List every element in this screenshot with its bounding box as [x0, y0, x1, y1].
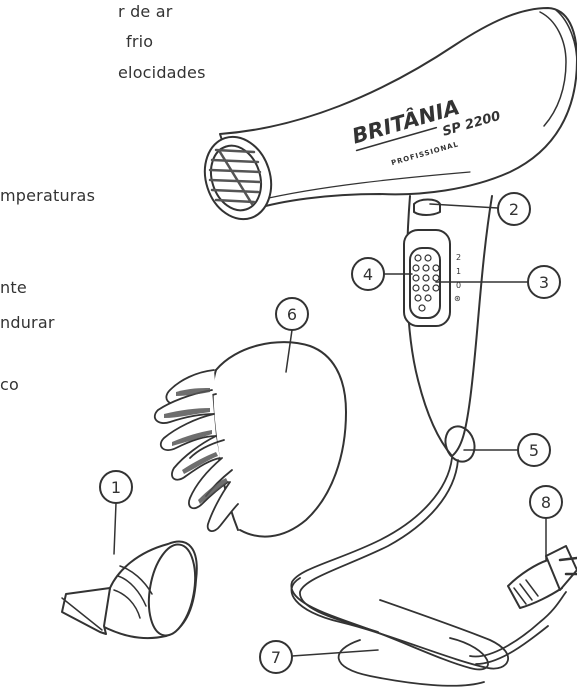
callout-2: 2 — [498, 193, 530, 225]
callout-8-label: 8 — [541, 493, 551, 512]
callout-5-label: 5 — [529, 441, 539, 460]
callout-4: 4 — [352, 258, 384, 290]
switch-label-cool: ⊛ — [454, 294, 461, 303]
callout-2-label: 2 — [509, 200, 519, 219]
plug — [508, 546, 577, 608]
callout-3: 3 — [528, 266, 560, 298]
callout-7-label: 7 — [271, 648, 281, 667]
cool-shot-button — [414, 200, 440, 216]
callout-3-label: 3 — [539, 273, 549, 292]
switch-label-2: 2 — [456, 253, 461, 262]
callout-4-label: 4 — [363, 265, 373, 284]
switch-label-1: 1 — [456, 267, 461, 276]
dryer-handle — [404, 196, 492, 466]
dryer-body — [220, 8, 577, 212]
callout-1-label: 1 — [111, 478, 121, 497]
diffuser — [155, 342, 346, 536]
callout-7: 7 — [260, 641, 292, 673]
callout-6-label: 6 — [287, 305, 297, 324]
callout-1: 1 — [100, 471, 132, 503]
callout-5: 5 — [518, 434, 550, 466]
callout-6: 6 — [276, 298, 308, 330]
concentrator-nozzle — [62, 541, 202, 639]
dryer-barrel — [220, 8, 577, 212]
callout-8: 8 — [530, 486, 562, 518]
